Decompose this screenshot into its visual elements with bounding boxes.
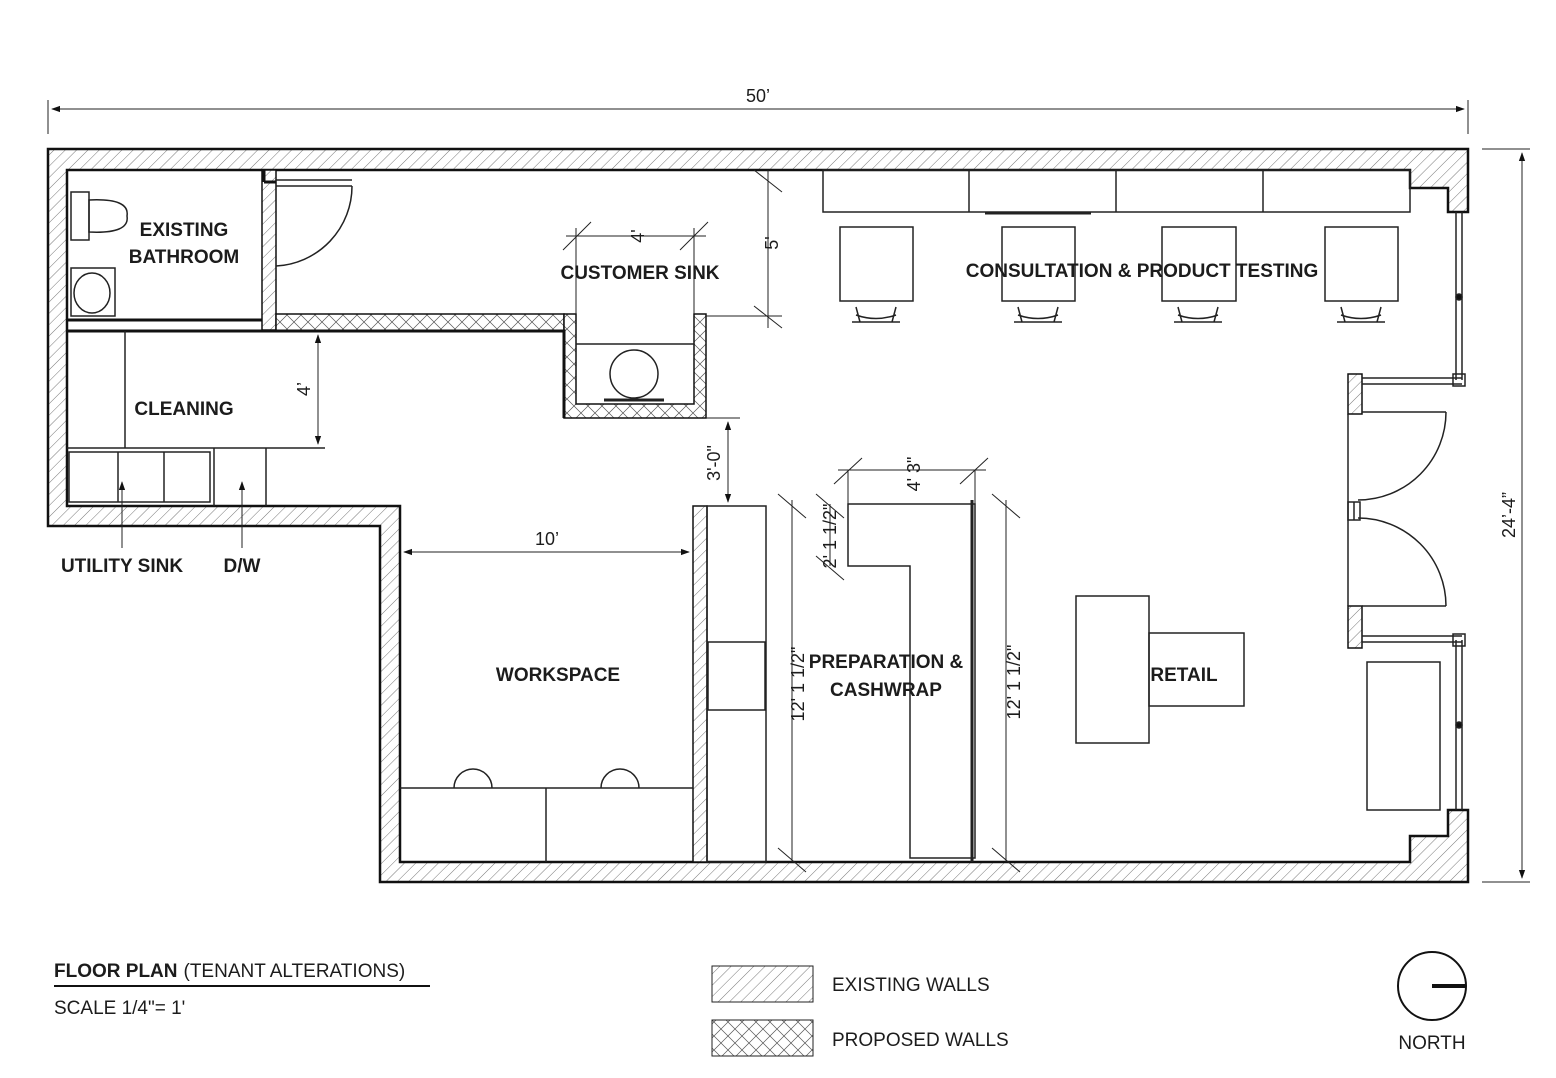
label-cleaning: CLEANING (134, 399, 233, 420)
existing-walls (46, 147, 1470, 884)
dim-overall-width: 50’ (746, 86, 770, 106)
label-bathroom-1: EXISTING (140, 220, 229, 241)
north-arrow: NORTH (1397, 951, 1467, 1054)
north-label: NORTH (1398, 1033, 1465, 1054)
dim-cleaning-depth: 4’ (294, 382, 314, 396)
dim-aisle: 3'-0" (704, 445, 724, 481)
dimension-lines (47, 100, 1530, 883)
plan-title: FLOOR PLAN(TENANT ALTERATIONS) (54, 961, 405, 982)
dim-prep-right: 12' 1 1/2" (1004, 645, 1024, 720)
dim-counter-return: 2' 1 1/2" (820, 504, 840, 569)
legend-existing-walls: EXISTING WALLS (832, 975, 990, 996)
label-preparation-2: CASHWRAP (830, 680, 942, 701)
label-utility-sink: UTILITY SINK (61, 556, 183, 577)
dim-overall-depth: 24’-4” (1499, 492, 1519, 538)
dim-sink-depth: 5' (762, 236, 782, 249)
label-bathroom-2: BATHROOM (129, 247, 239, 268)
label-dw: D/W (224, 556, 261, 577)
label-retail: RETAIL (1150, 665, 1218, 686)
dim-sink-width: 4' (628, 229, 648, 242)
proposed-walls (275, 313, 707, 419)
storefront (1347, 212, 1466, 811)
customer-sink-fixture (576, 343, 694, 402)
dim-workspace-width: 10’ (535, 529, 559, 549)
interior-walls (67, 170, 566, 418)
label-workspace: WORKSPACE (496, 665, 620, 686)
dim-prep-left: 12' 1 1/2" (788, 647, 808, 722)
dim-counter-width: 4' 3" (904, 457, 924, 492)
workspace-fixtures (400, 505, 767, 863)
plan-scale: SCALE 1/4"= 1' (54, 998, 185, 1019)
label-customer-sink: CUSTOMER SINK (560, 263, 719, 284)
label-preparation-1: PREPARATION & (809, 652, 964, 673)
legend-proposed-walls: PROPOSED WALLS (832, 1030, 1009, 1051)
title-block: FLOOR PLAN(TENANT ALTERATIONS) SCALE 1/4… (54, 961, 430, 1019)
label-consultation: CONSULTATION & PRODUCT TESTING (966, 261, 1319, 282)
bathroom-fixtures (70, 179, 353, 317)
consultation-counter (822, 169, 1411, 323)
cleaning-fixtures (67, 331, 325, 506)
legend: EXISTING WALLS PROPOSED WALLS (711, 965, 1009, 1057)
retail-fixtures (1075, 595, 1245, 744)
